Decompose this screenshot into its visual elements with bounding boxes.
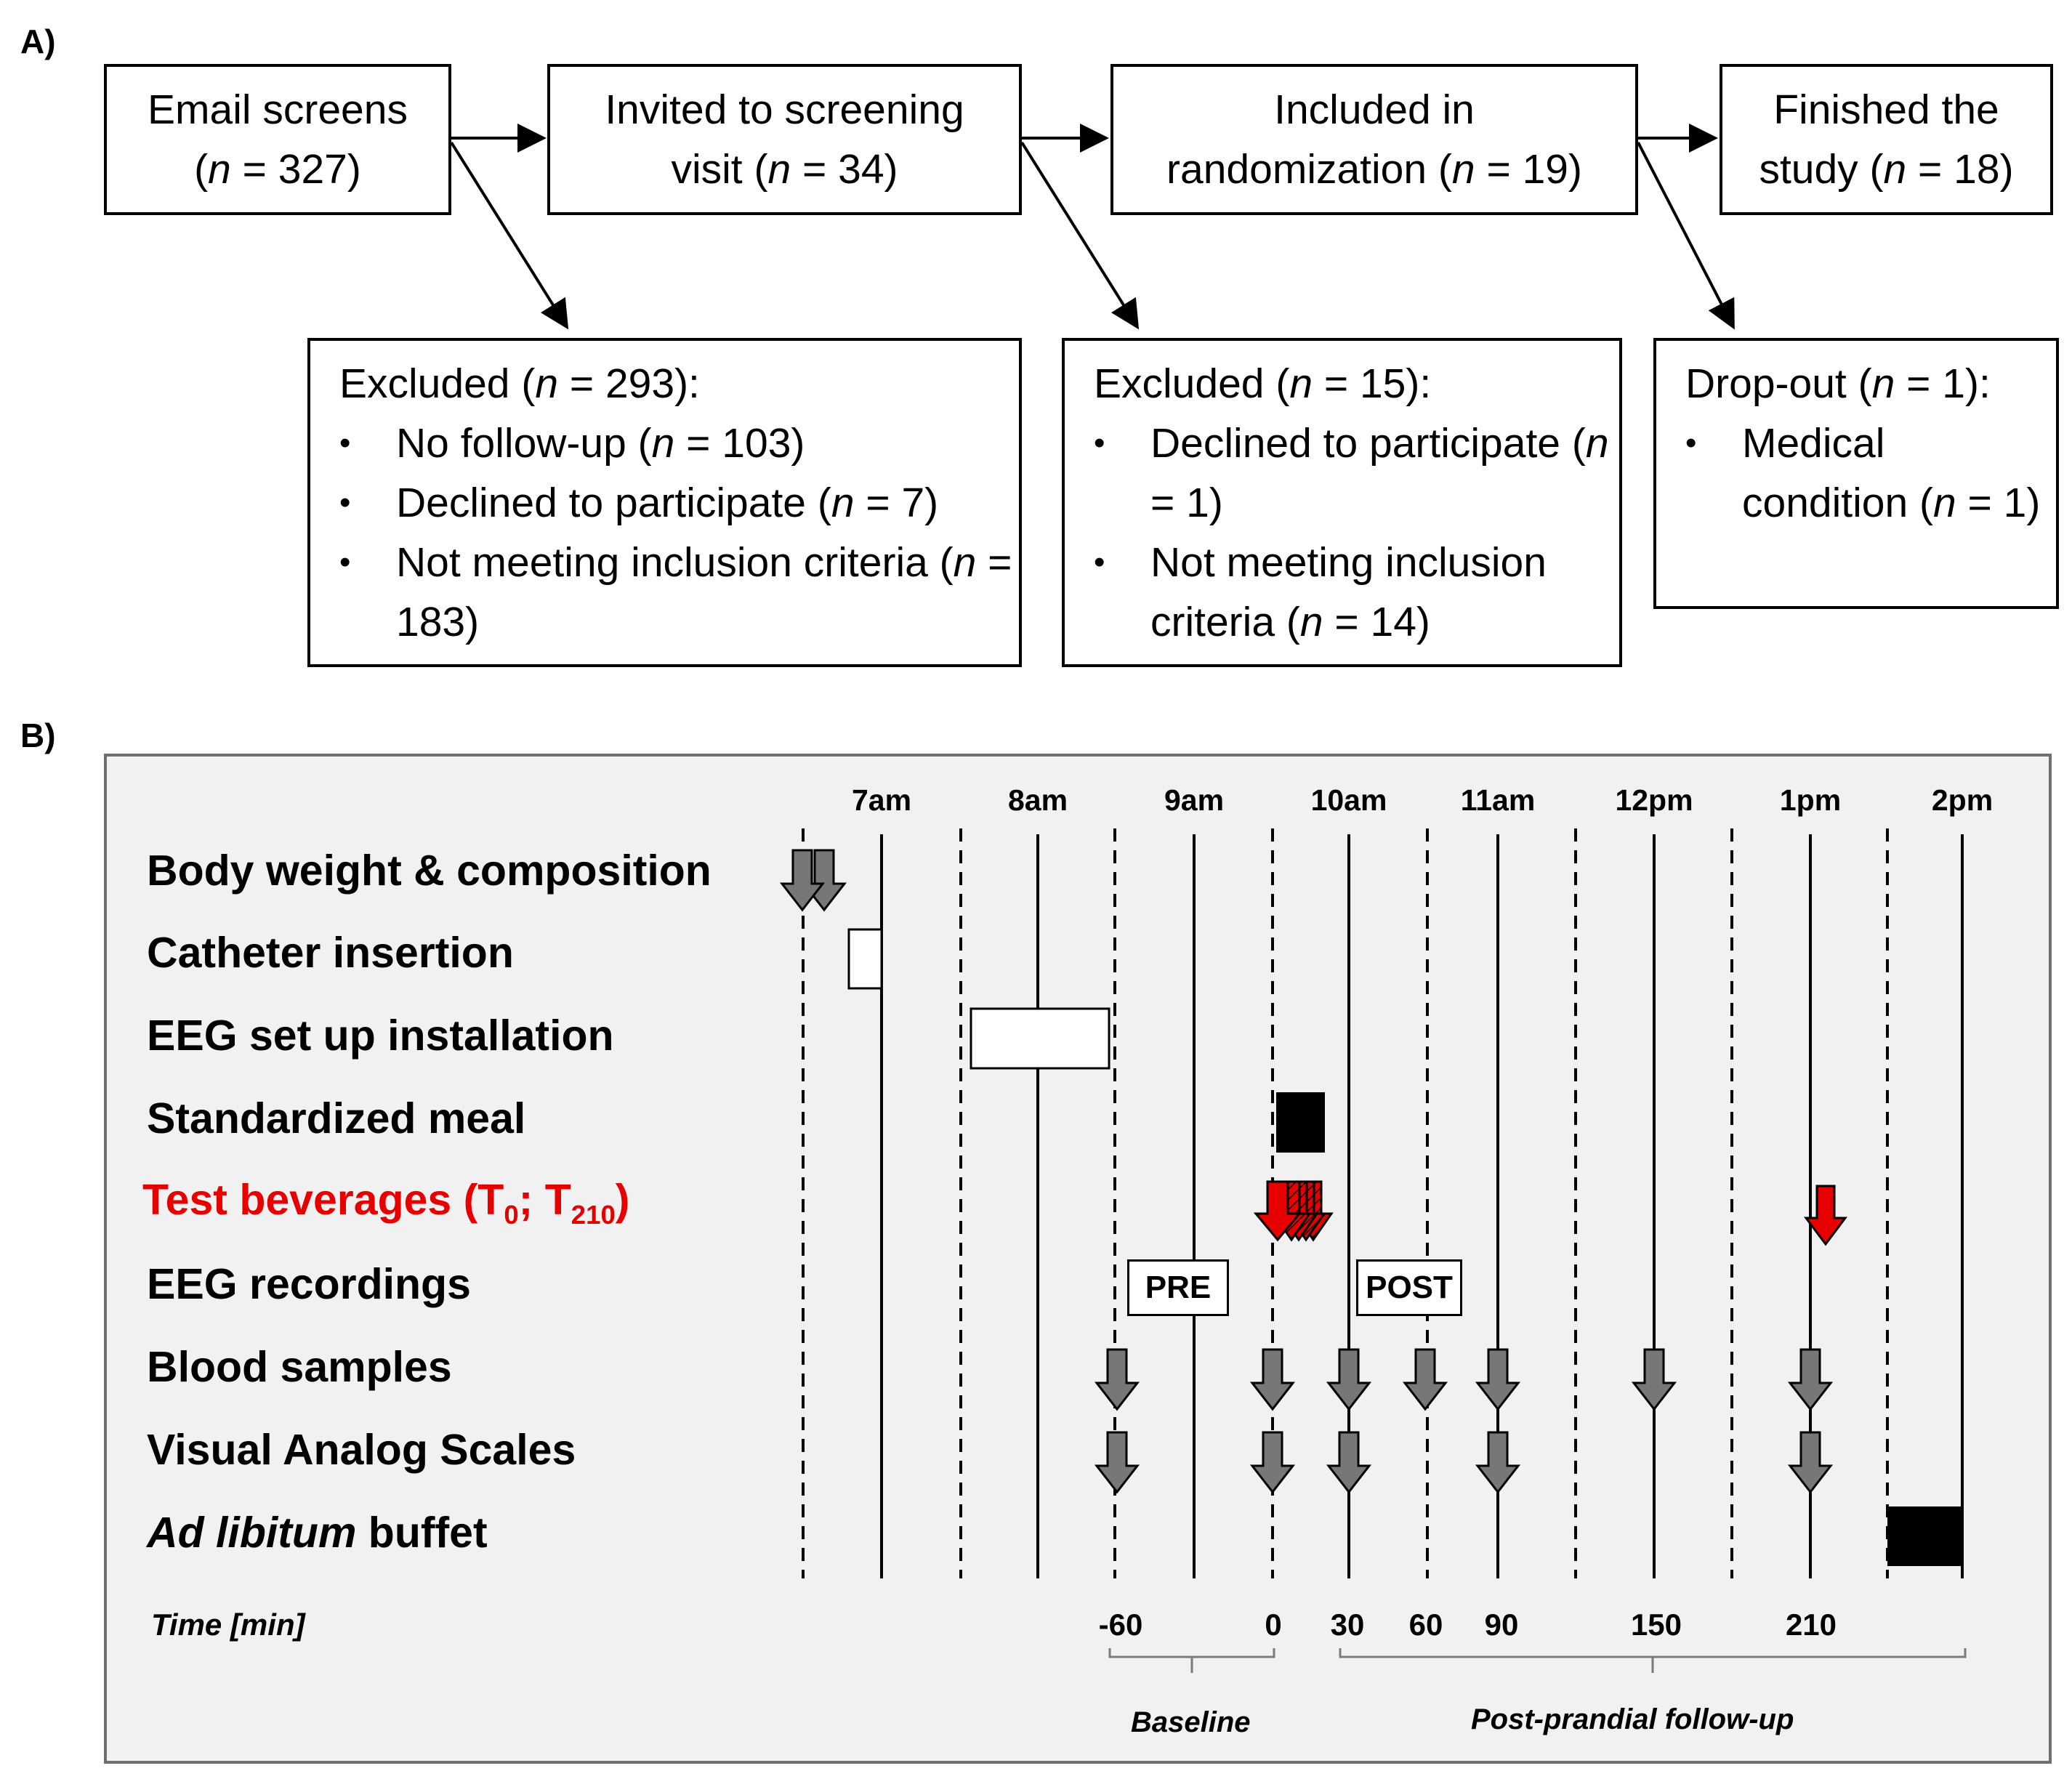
buffet-bar <box>1887 1506 1962 1566</box>
gray-arrow <box>1326 1348 1372 1411</box>
excluded-item: Declined to participate (n = 7) <box>339 473 1019 533</box>
gray-arrow <box>1787 1348 1834 1411</box>
gray-arrow <box>1094 1348 1140 1411</box>
timeline-grid <box>802 828 1964 1578</box>
body-weight-arrows <box>779 849 847 912</box>
excluded-heading: Excluded (n = 15): <box>1094 360 1432 407</box>
brackets <box>1108 1648 1967 1673</box>
catheter-bar <box>847 928 883 990</box>
row-label-eeg-recordings: EEG recordings <box>147 1260 471 1308</box>
hour-label: 7am <box>851 783 912 817</box>
hour-label: 9am <box>1164 783 1225 817</box>
timeline-panel <box>104 754 2052 1764</box>
time-tick: -60 <box>1098 1608 1143 1642</box>
gray-arrow <box>1402 1348 1448 1411</box>
gray-arrow <box>779 849 826 912</box>
hour-label: 11am <box>1460 783 1536 817</box>
row-label-meal: Standardized meal <box>147 1094 526 1142</box>
time-tick: 150 <box>1630 1608 1682 1642</box>
hour-label: 2pm <box>1931 783 1994 817</box>
dropout-item: Medical condition (n = 1) <box>1685 414 2056 533</box>
flow-box-line2: study (n = 18) <box>1759 146 2014 193</box>
row-label-test-beverages: Test beverages (T0; T210) <box>142 1176 630 1230</box>
arrow-down <box>450 141 569 330</box>
flow-box-line1: Email screens <box>148 86 408 133</box>
gray-arrow <box>1249 1431 1296 1494</box>
flow-box-line1: Included in <box>1274 86 1475 133</box>
gray-arrow <box>1475 1431 1521 1494</box>
followup-label: Post-prandial follow-up <box>1471 1703 1794 1735</box>
row-label-blood: Blood samples <box>147 1343 452 1391</box>
gray-arrow <box>1094 1431 1140 1494</box>
time-tick: 30 <box>1330 1608 1365 1642</box>
panel-b-letter: B) <box>20 717 56 754</box>
hour-label: 8am <box>1007 783 1068 817</box>
excluded-item: Declined to participate (n = 1) <box>1094 414 1619 533</box>
meal-bar <box>1276 1092 1325 1153</box>
dropout-heading: Drop-out (n = 1): <box>1685 360 1991 407</box>
flow-box-randomization: Included in randomization (n = 19) <box>1110 64 1638 215</box>
hour-label: 1pm <box>1779 783 1842 817</box>
excluded-box-15: Excluded (n = 15): Declined to participa… <box>1062 338 1622 667</box>
excluded-item: No follow-up (n = 103) <box>339 414 1019 473</box>
eeg-setup-bar <box>970 1007 1110 1070</box>
followup-bracket <box>1339 1648 1967 1673</box>
row-label-vas: Visual Analog Scales <box>147 1426 576 1474</box>
blood-sample-arrows <box>1094 1348 1834 1411</box>
flow-box-line2: (n = 327) <box>194 146 361 193</box>
excluded-heading: Excluded (n = 293): <box>339 360 700 407</box>
gray-arrow <box>1631 1348 1677 1411</box>
arrow-down <box>1637 142 1735 330</box>
test-beverage-t0-arrows <box>1253 1180 1334 1242</box>
hour-label: 12pm <box>1615 783 1693 817</box>
time-tick: 0 <box>1265 1608 1282 1642</box>
panel-a-letter: A) <box>20 23 56 60</box>
baseline-bracket <box>1108 1648 1275 1673</box>
vas-arrows <box>1094 1431 1834 1494</box>
row-label-buffet: Ad libitum buffet <box>147 1509 488 1557</box>
flow-box-invited: Invited to screening visit (n = 34) <box>547 64 1022 215</box>
flow-box-line1: Invited to screening <box>605 86 964 133</box>
hour-label: 10am <box>1310 783 1387 817</box>
row-label-eeg-setup: EEG set up installation <box>147 1012 614 1060</box>
time-tick: 60 <box>1408 1608 1443 1642</box>
time-tick: 210 <box>1785 1608 1837 1642</box>
eeg-post-label: POST <box>1356 1259 1462 1316</box>
flow-box-email-screens: Email screens (n = 327) <box>104 64 451 215</box>
gray-arrow <box>1787 1431 1834 1494</box>
eeg-pre-label: PRE <box>1127 1259 1229 1316</box>
gray-arrow <box>1249 1348 1296 1411</box>
time-axis-label: Time [min] <box>151 1608 305 1642</box>
excluded-item: Not meeting inclusion criteria (n = 183) <box>339 533 1019 652</box>
gray-arrow <box>1475 1348 1521 1411</box>
red-arrow-t210 <box>1804 1185 1847 1246</box>
arrow-down <box>1020 141 1140 330</box>
gray-arrow <box>1326 1431 1372 1494</box>
flow-box-finished: Finished the study (n = 18) <box>1720 64 2053 215</box>
dropout-box: Drop-out (n = 1): Medical condition (n =… <box>1653 338 2059 609</box>
row-label-catheter: Catheter insertion <box>147 929 514 977</box>
flow-box-line2: randomization (n = 19) <box>1166 146 1582 193</box>
row-label-body-weight: Body weight & composition <box>147 847 712 895</box>
excluded-box-293: Excluded (n = 293): No follow-up (n = 10… <box>307 338 1022 667</box>
baseline-label: Baseline <box>1131 1706 1251 1738</box>
red-arrow <box>1253 1180 1302 1242</box>
time-tick: 90 <box>1484 1608 1519 1642</box>
excluded-item: Not meeting inclusion criteria (n = 14) <box>1094 533 1619 652</box>
flow-box-line1: Finished the <box>1773 86 1999 133</box>
flow-box-line2: visit (n = 34) <box>671 146 898 193</box>
flow-arrows <box>450 124 1735 330</box>
